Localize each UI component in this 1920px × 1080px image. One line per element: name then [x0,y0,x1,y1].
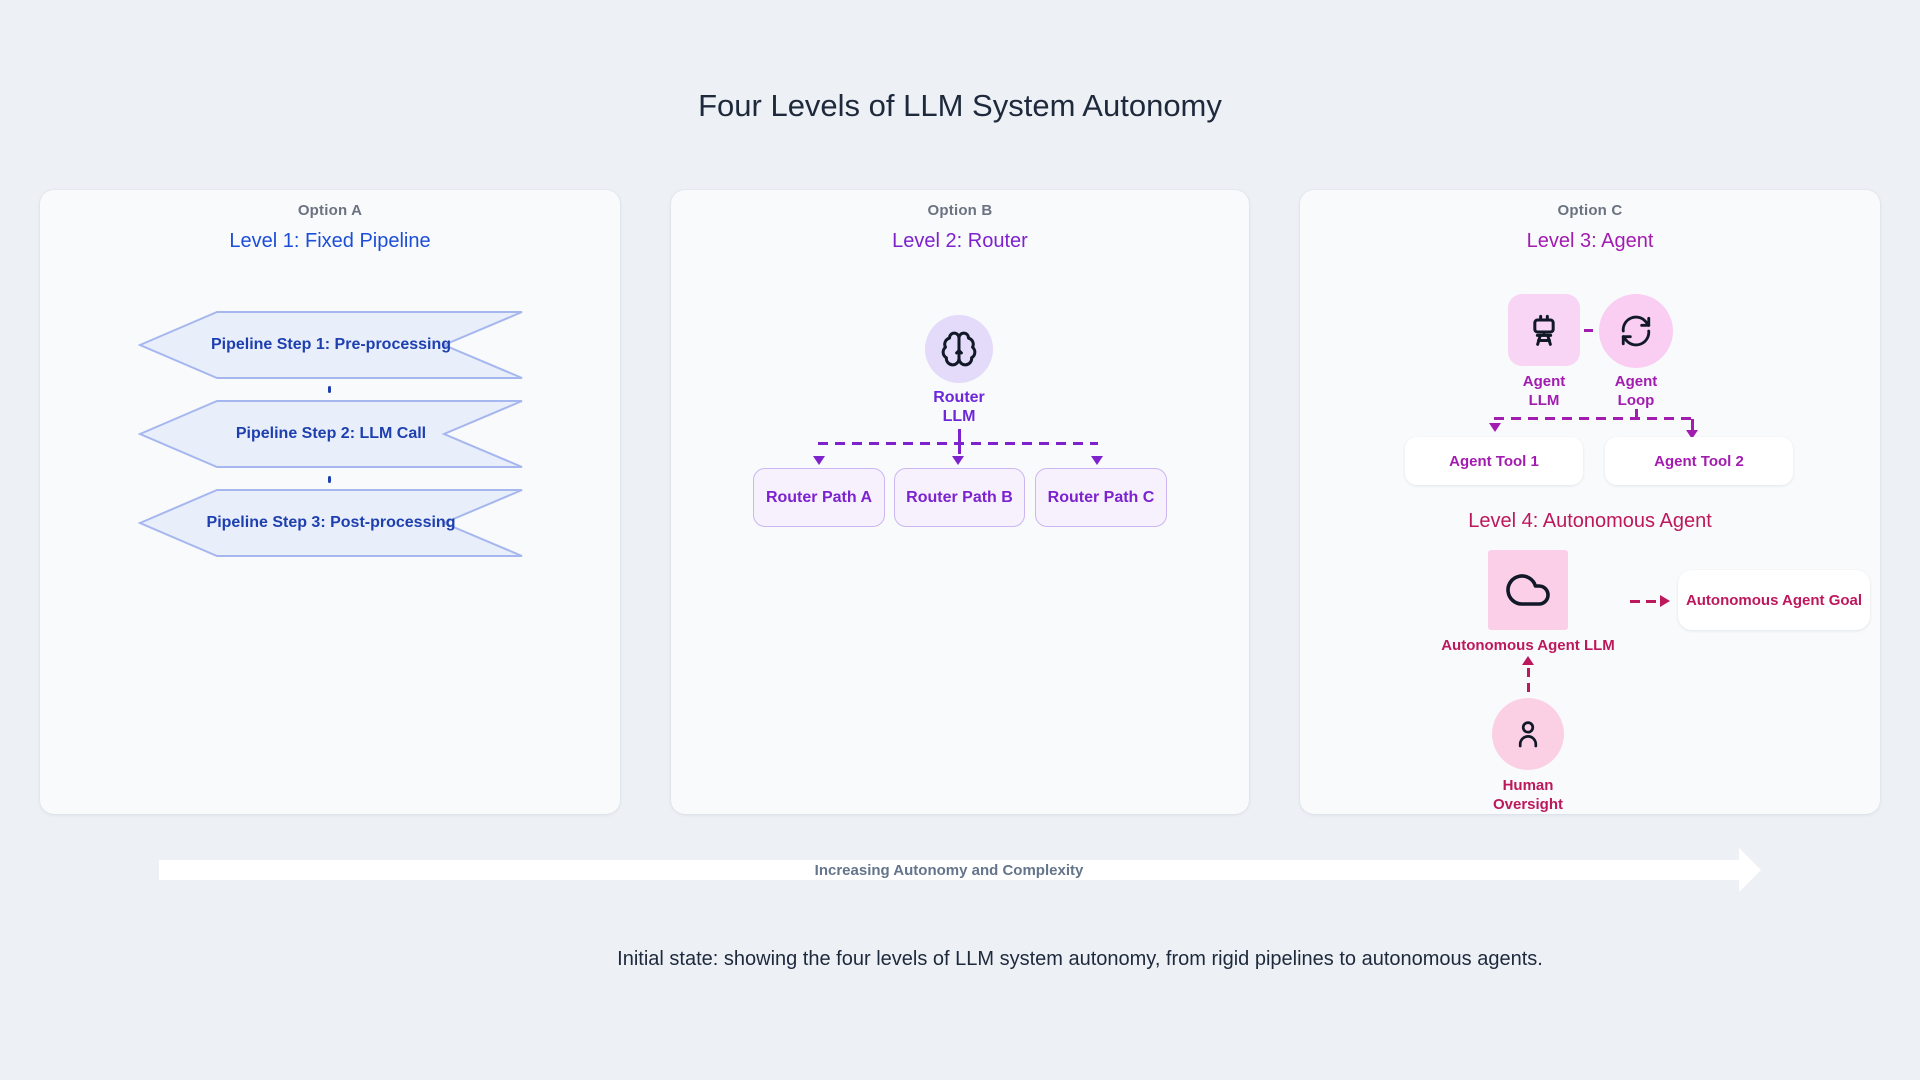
page-title: Four Levels of LLM System Autonomy [698,88,1222,123]
router-llm-label: Router LLM [933,389,985,425]
state-caption: Initial state: showing the four levels o… [617,948,1543,970]
pipeline-step-2-label: Pipeline Step 2: LLM Call [235,425,427,442]
pipeline-step-1: Pipeline Step 1: Pre-processing [138,310,524,380]
arrowhead-right-icon [1660,595,1670,607]
autonomy-axis-arrowhead-icon [1739,848,1761,892]
agent-tool-1-box[interactable]: Agent Tool 1 [1405,437,1583,485]
router-path-c-box[interactable]: Router Path C [1035,468,1167,527]
pipeline-step-2: Pipeline Step 2: LLM Call [138,399,524,469]
arrowhead-down-icon [1091,456,1103,465]
autonomous-agent-goal-box[interactable]: Autonomous Agent Goal [1678,570,1870,630]
agent-loop-label: Agent Loop [1614,373,1658,409]
autonomy-axis-arrow: Increasing Autonomy and Complexity [159,860,1739,880]
tool-branch-line [1494,417,1692,420]
router-path-b-box[interactable]: Router Path B [894,468,1025,527]
agent-stem-line [1635,409,1638,419]
tool-branch-drop-right [1691,419,1694,431]
arrowhead-down-icon [1489,423,1501,432]
autonomous-agent-llm-chip [1488,550,1568,630]
human-oversight-label: Human Oversight [1492,777,1564,813]
router-stem-line [958,429,961,442]
level-1-title: Level 1: Fixed Pipeline [229,230,431,252]
step-connector-dash [328,476,331,483]
option-c-label: Option C [1557,202,1623,219]
agent-tool-2-label: Agent Tool 2 [1654,452,1744,470]
pipeline-step-1-label: Pipeline Step 1: Pre-processing [210,336,452,353]
autonomy-axis-label: Increasing Autonomy and Complexity [814,861,1084,879]
router-path-b-label: Router Path B [906,488,1013,506]
brain-icon [941,331,977,367]
panel-option-a[interactable]: Option A Level 1: Fixed Pipeline Pipelin… [40,190,620,814]
panel-option-b[interactable]: Option B Level 2: Router Router LLM Rout… [671,190,1249,814]
agent-llm-chip [1508,294,1580,366]
router-path-c-label: Router Path C [1047,488,1155,506]
cloud-icon [1506,574,1550,606]
router-branch-drop-middle [958,445,961,456]
option-a-label: Option A [297,202,363,219]
goal-arrow-line [1630,600,1656,603]
router-branch-line [818,442,1098,445]
robot-icon [1533,314,1555,346]
level-4-title: Level 4: Autonomous Agent [1468,510,1712,532]
pipeline-arrow-shape [138,400,523,468]
step-connector-dash [328,386,331,393]
router-path-a-box[interactable]: Router Path A [753,468,885,527]
oversight-line [1526,668,1530,694]
router-path-a-label: Router Path A [765,488,873,506]
panel-option-c[interactable]: Option C Level 3: Agent Agent [1300,190,1880,814]
pipeline-step-3-label: Pipeline Step 3: Post-processing [206,514,456,531]
pipeline-arrow-shape [138,489,523,557]
option-b-label: Option B [927,202,993,219]
agent-tool-2-box[interactable]: Agent Tool 2 [1605,437,1793,485]
pipeline-arrow-shape [138,311,523,379]
level-2-title: Level 2: Router [892,230,1028,252]
person-icon [1518,721,1538,748]
arrowhead-down-icon [1686,430,1698,439]
arrowhead-up-icon [1522,656,1534,665]
autonomous-agent-llm-label: Autonomous Agent LLM [1441,637,1615,654]
level-3-title: Level 3: Agent [1526,230,1654,252]
autonomous-agent-goal-label: Autonomous Agent Goal [1685,591,1863,609]
arrowhead-down-icon [813,456,825,465]
router-llm-chip [925,315,993,383]
agent-link-dash [1584,329,1593,332]
pipeline-step-3: Pipeline Step 3: Post-processing [138,488,524,558]
agent-llm-label: Agent LLM [1522,373,1566,409]
arrowhead-down-icon [952,456,964,465]
agent-loop-chip [1599,294,1673,368]
loop-icon [1621,315,1651,347]
human-oversight-chip [1492,698,1564,770]
agent-tool-1-label: Agent Tool 1 [1449,452,1539,470]
